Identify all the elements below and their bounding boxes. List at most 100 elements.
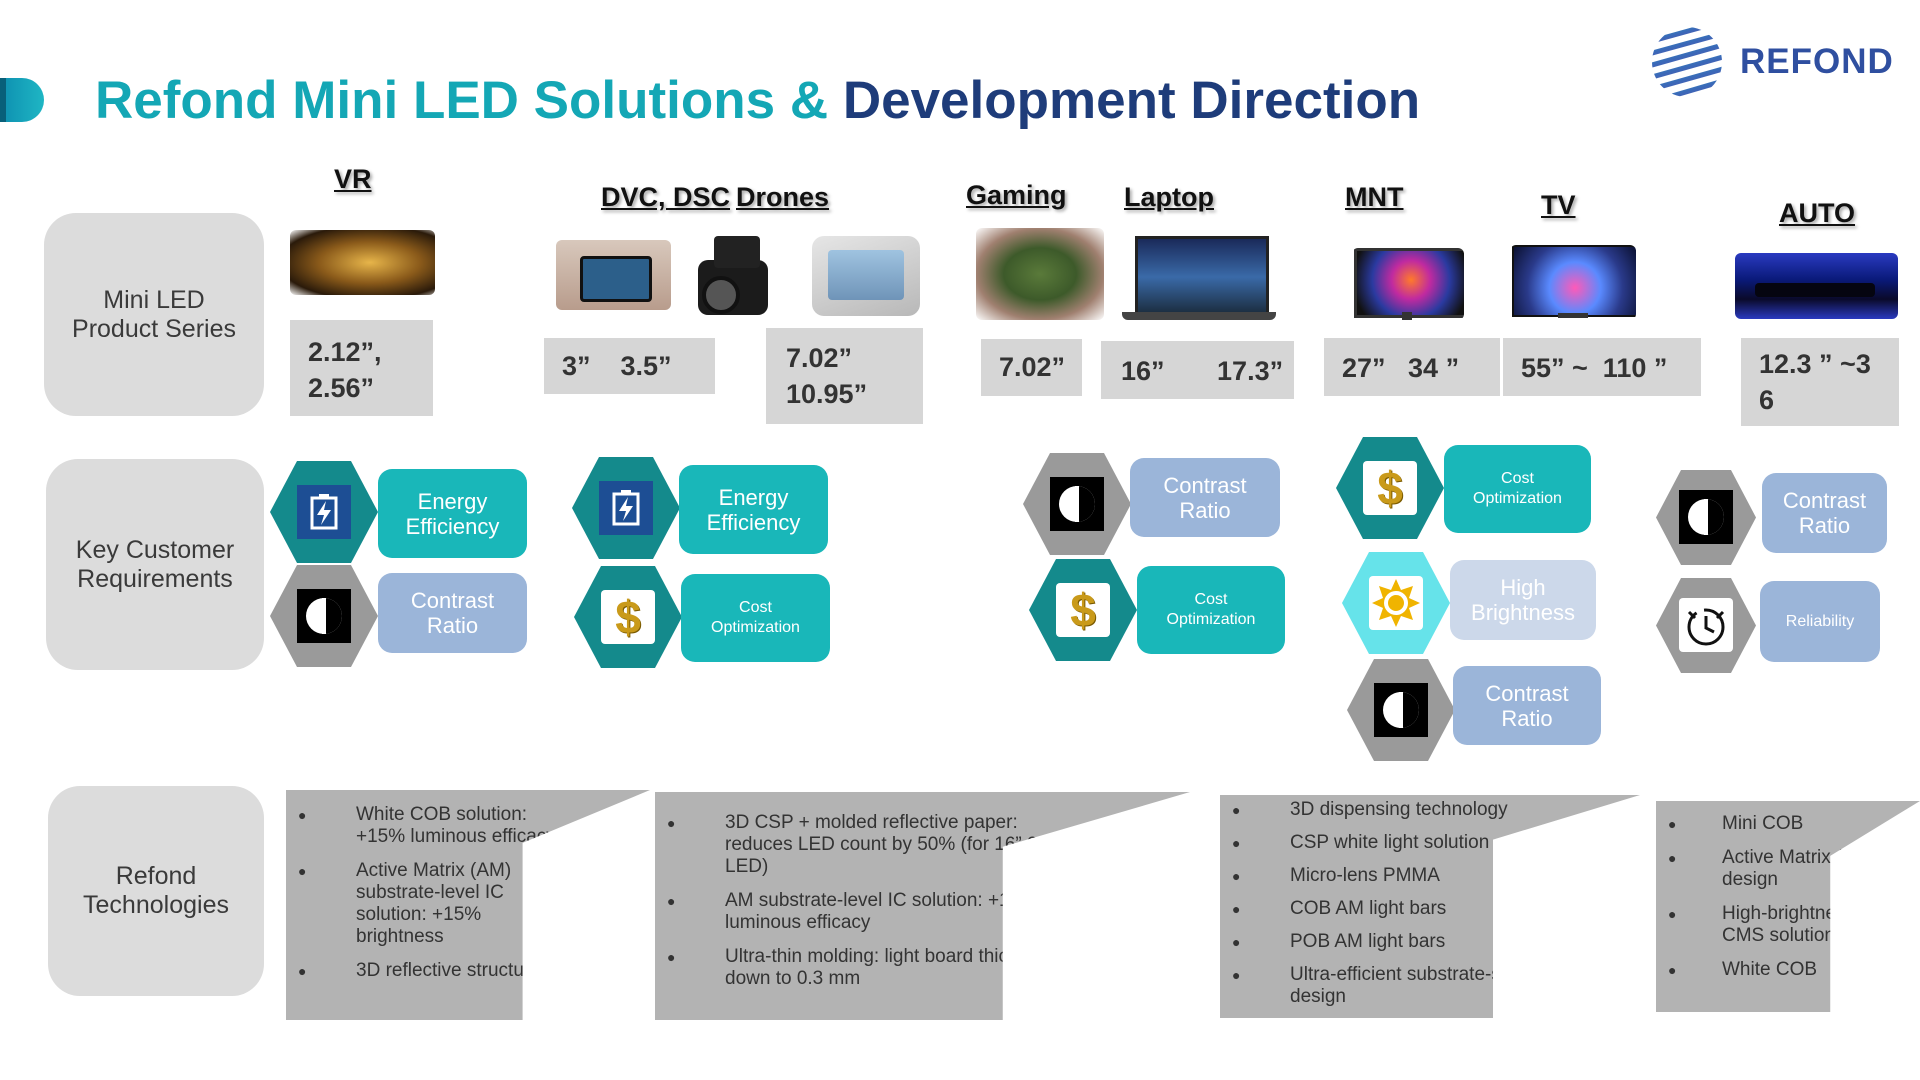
- category-mnt: MNT: [1345, 182, 1404, 212]
- category-tv: TV: [1541, 190, 1576, 220]
- title-accent-tab: [0, 78, 44, 122]
- req-gaming-cost-label: Cost Optimization: [1166, 591, 1256, 628]
- req-vr-energy-label: Energy Efficiency: [405, 488, 500, 539]
- tv-image: [1510, 245, 1636, 320]
- req-mnt-cost-label: Cost Optimization: [1473, 470, 1562, 507]
- row-label-product-series-text: Mini LED Product Series: [72, 285, 236, 343]
- drone-controller-image: [812, 236, 920, 316]
- tech-auto-item: Active Matrix (AM) design: [1656, 847, 1906, 891]
- contrast-icon: [1050, 477, 1104, 531]
- req-auto-reliability: Reliability: [1760, 581, 1880, 662]
- tech-mnt-item: Micro-lens PMMA: [1220, 865, 1575, 887]
- tech-vr-item: White COB solution: +15% luminous effica…: [286, 804, 586, 848]
- tech-mnt-item: Ultra-efficient substrate-saving design: [1220, 964, 1575, 1008]
- dvc-camera-screen-image: [556, 240, 671, 310]
- size-gaming: 7.02”: [981, 339, 1082, 396]
- size-vr: 2.12”, 2.56”: [290, 320, 433, 416]
- energy-hex: [572, 457, 680, 559]
- category-vr: VR: [334, 164, 372, 194]
- req-mnt-cost: Cost Optimization: [1444, 445, 1591, 533]
- contrast-hex: [1656, 470, 1756, 565]
- refond-logo-icon: [1652, 27, 1722, 97]
- row-label-requirements-text: Key Customer Requirements: [75, 535, 235, 593]
- dollar-icon: $: [1363, 461, 1417, 515]
- req-mnt-brightness: High Brightness: [1450, 560, 1596, 640]
- size-laptop: 16” 17.3”: [1101, 341, 1294, 399]
- category-drones: Drones: [736, 182, 830, 212]
- contrast-hex: [270, 565, 378, 667]
- vr-headset-image: [290, 230, 435, 295]
- tech-vr-item: Active Matrix (AM) substrate-level IC so…: [286, 860, 586, 948]
- tech-dvc-item: Ultra-thin molding: light board thicknes…: [655, 946, 1075, 990]
- row-label-product-series: Mini LED Product Series: [44, 213, 264, 416]
- tech-callout-auto: Mini COB Active Matrix (AM) design High-…: [1656, 801, 1920, 1012]
- row-label-technologies: Refond Technologies: [48, 786, 264, 996]
- req-vr-contrast: Contrast Ratio: [378, 573, 527, 653]
- req-gaming-cost: Cost Optimization: [1137, 566, 1285, 654]
- req-auto-contrast-label: Contrast Ratio: [1782, 488, 1867, 538]
- page-title: Refond Mini LED Solutions & Development …: [95, 70, 1420, 131]
- req-gaming-contrast: Contrast Ratio: [1130, 458, 1280, 537]
- monitor-image: [1352, 248, 1464, 320]
- req-mnt-brightness-label: High Brightness: [1471, 575, 1575, 625]
- req-auto-reliability-label: Reliability: [1785, 612, 1855, 630]
- refond-logo-text: REFOND: [1740, 42, 1894, 81]
- contrast-icon: [297, 589, 351, 643]
- req-dvc-energy-label: Energy Efficiency: [706, 484, 801, 535]
- laptop-image: [1120, 236, 1278, 322]
- cost-hex: $: [1336, 437, 1444, 539]
- tech-callout-dvc-drones: 3D CSP + molded reflective paper: reduce…: [655, 792, 1190, 1020]
- req-dvc-cost: Cost Optimization: [681, 574, 830, 662]
- tech-auto-item: High-brightness CMS solution: [1656, 903, 1906, 947]
- tech-auto-item: Mini COB: [1656, 813, 1906, 835]
- tech-mnt-item: 3D dispensing technology: [1220, 799, 1575, 821]
- tech-dvc-item: 3D CSP + molded reflective paper: reduce…: [655, 812, 1075, 878]
- req-vr-contrast-label: Contrast Ratio: [410, 588, 495, 638]
- cost-hex: $: [574, 566, 682, 668]
- category-gaming: Gaming: [966, 180, 1067, 210]
- size-dvc: 3” 3.5”: [544, 338, 715, 394]
- req-dvc-cost-label: Cost Optimization: [711, 599, 800, 636]
- brightness-hex: [1342, 552, 1450, 654]
- tech-mnt-item: POB AM light bars: [1220, 931, 1575, 953]
- size-mnt: 27” 34 ”: [1324, 338, 1500, 396]
- req-gaming-contrast-label: Contrast Ratio: [1163, 472, 1247, 523]
- size-drones: 7.02” 10.95”: [766, 328, 923, 424]
- category-auto: AUTO: [1779, 198, 1856, 228]
- reliability-hex: [1656, 578, 1756, 673]
- row-label-technologies-text: Refond Technologies: [83, 862, 229, 919]
- req-auto-contrast: Contrast Ratio: [1762, 473, 1887, 553]
- video-camera-image: [690, 230, 780, 322]
- req-dvc-energy: Energy Efficiency: [679, 465, 828, 554]
- contrast-icon: [1679, 490, 1733, 544]
- gaming-handheld-image: [976, 228, 1104, 320]
- category-laptop: Laptop: [1124, 182, 1214, 212]
- tech-mnt-item: COB AM light bars: [1220, 898, 1575, 920]
- contrast-hex: [1347, 659, 1455, 761]
- contrast-icon: [1374, 683, 1428, 737]
- row-label-requirements: Key Customer Requirements: [46, 459, 264, 670]
- tech-auto-item: White COB: [1656, 959, 1906, 981]
- size-auto: 12.3 ” ~3 6: [1741, 338, 1899, 426]
- clock-icon: [1679, 598, 1733, 652]
- battery-bolt-icon: [297, 485, 351, 539]
- tech-dvc-item: AM substrate-level IC solution: +15% lum…: [655, 890, 1075, 934]
- dollar-icon: $: [601, 590, 655, 644]
- tech-mnt-item: CSP white light solution: [1220, 832, 1575, 854]
- cost-hex: $: [1029, 559, 1137, 661]
- req-mnt-contrast: Contrast Ratio: [1453, 666, 1601, 745]
- title-part-1: Refond Mini LED Solutions &: [95, 71, 829, 130]
- title-part-2: Development Direction: [828, 71, 1421, 130]
- req-mnt-contrast-label: Contrast Ratio: [1485, 680, 1569, 731]
- category-dvc-dsc: DVC, DSC: [601, 182, 731, 212]
- size-tv: 55” ~ 110 ”: [1503, 338, 1701, 396]
- tech-vr-item: 3D reflective structure: [286, 960, 586, 982]
- battery-bolt-icon: [599, 481, 653, 535]
- energy-hex: [270, 461, 378, 563]
- req-vr-energy: Energy Efficiency: [378, 469, 527, 558]
- auto-display-image: [1735, 253, 1898, 319]
- dollar-icon: $: [1056, 583, 1110, 637]
- tech-callout-gaming-tv: 3D dispensing technology CSP white light…: [1220, 795, 1640, 1018]
- sun-icon: [1369, 576, 1423, 630]
- tech-callout-vr: White COB solution: +15% luminous effica…: [286, 790, 650, 1020]
